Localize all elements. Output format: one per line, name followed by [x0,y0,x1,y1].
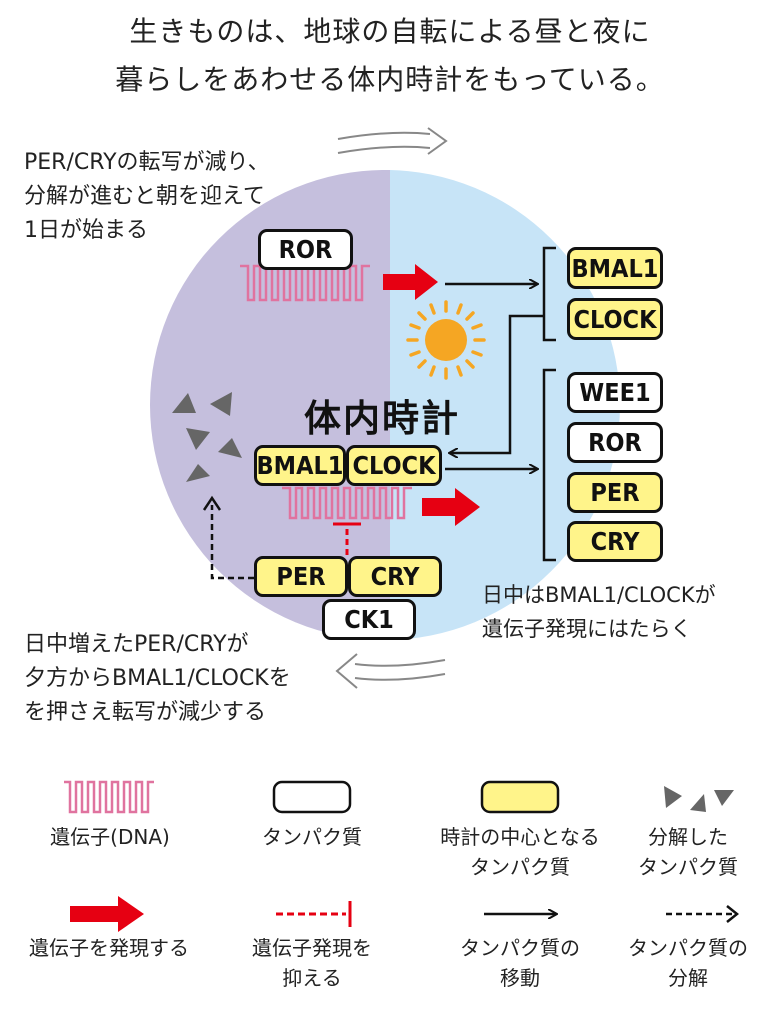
legend-core-protein-icon [480,780,560,814]
legend-movement-label: タンパク質の 移動 [420,933,620,993]
caption-morning-line-1: PER/CRYの転写が減り、 [24,150,270,175]
legend-degradation-icon [666,905,740,923]
legend-suppression-line-1: 遺伝子発現を [252,936,372,960]
legend-degraded-label: 分解した タンパク質 [598,822,778,882]
legend-degraded-icon [664,786,734,812]
legend-degraded-line-1: 分解した [648,825,728,849]
title-line-1: 生きものは、地球の自転による昼と夜に [129,15,651,48]
caption-daytime-line-1: 日中はBMAL1/CLOCKが [482,583,716,607]
protein-per-bottom: PER [254,556,348,597]
sun-icon [406,300,486,380]
protein-cry-bottom: CRY [348,556,442,597]
day-half [390,170,620,640]
protein-cry-right: CRY [567,521,663,562]
legend-core-protein-line-2: タンパク質 [470,855,570,879]
rotation-arrow-bottom [335,653,446,689]
legend-core-protein-line-1: 時計の中心となる [440,825,600,849]
degradation-arrow [202,495,254,580]
title-line-2: 暮らしをあわせる体内時計をもっている。 [115,63,665,96]
caption-morning-line-3: 1日が始まる [24,218,148,243]
center-label: 体内時計 [304,397,460,440]
legend-suppression-label: 遺伝子発現を 抑える [212,933,412,993]
legend-degradation-line-2: 分解 [668,966,708,990]
degraded-protein-icons [172,392,242,482]
expression-arrow-center [422,488,480,526]
caption-evening-line-3: を押さえ転写が減少する [24,700,267,725]
dna-center [282,486,412,520]
legend-protein-icon [272,780,352,814]
legend-expression-label: 遺伝子を発現する [29,936,189,960]
rotation-arrow-top [337,127,448,155]
caption-morning: PER/CRYの転写が減り、 分解が進むと朝を迎えて 1日が始まる [24,146,270,248]
legend-suppression-line-2: 抑える [282,966,342,990]
protein-wee1-right: WEE1 [567,372,663,413]
caption-evening-line-1: 日中増えたPER/CRYが [24,632,249,657]
legend-suppression-icon [276,901,352,927]
legend-core-protein-label: 時計の中心となる タンパク質 [420,822,620,882]
night-half [150,170,390,640]
protein-clock-center: CLOCK [346,445,442,486]
legend-gene-label: 遺伝子(DNA) [50,825,170,849]
expression-arrow-top [383,264,438,300]
protein-per-right: PER [567,472,663,513]
legend-degradation-label: タンパク質の 分解 [598,933,778,993]
suppression-marker [333,522,361,555]
legend-dna-icon [64,780,154,814]
legend-expression-icon [70,896,144,932]
protein-ck1: CK1 [322,599,416,640]
legend-movement-line-1: タンパク質の [460,936,580,960]
protein-bmal1-right: BMAL1 [567,247,663,289]
caption-daytime-line-2: 遺伝子発現にはたらく [482,617,692,641]
protein-clock-right: CLOCK [567,298,663,340]
legend-degraded-line-2: タンパク質 [638,855,738,879]
legend-movement-line-2: 移動 [500,966,540,990]
protein-ror-top: ROR [258,229,353,270]
caption-daytime: 日中はBMAL1/CLOCKが 遺伝子発現にはたらく [482,578,716,646]
protein-bmal1-center: BMAL1 [254,445,346,486]
protein-ror-right: ROR [567,422,663,463]
legend-protein-label: タンパク質 [262,825,362,849]
legend-degradation-line-1: タンパク質の [628,936,748,960]
caption-morning-line-2: 分解が進むと朝を迎えて [24,184,265,209]
bracket-group-2 [542,368,556,562]
caption-evening: 日中増えたPER/CRYが 夕方からBMAL1/CLOCKを を押さえ転写が減少… [24,628,291,730]
movement-arrow-return [450,314,544,453]
bracket-group-1 [542,246,556,342]
caption-evening-line-2: 夕方からBMAL1/CLOCKを [24,666,291,691]
